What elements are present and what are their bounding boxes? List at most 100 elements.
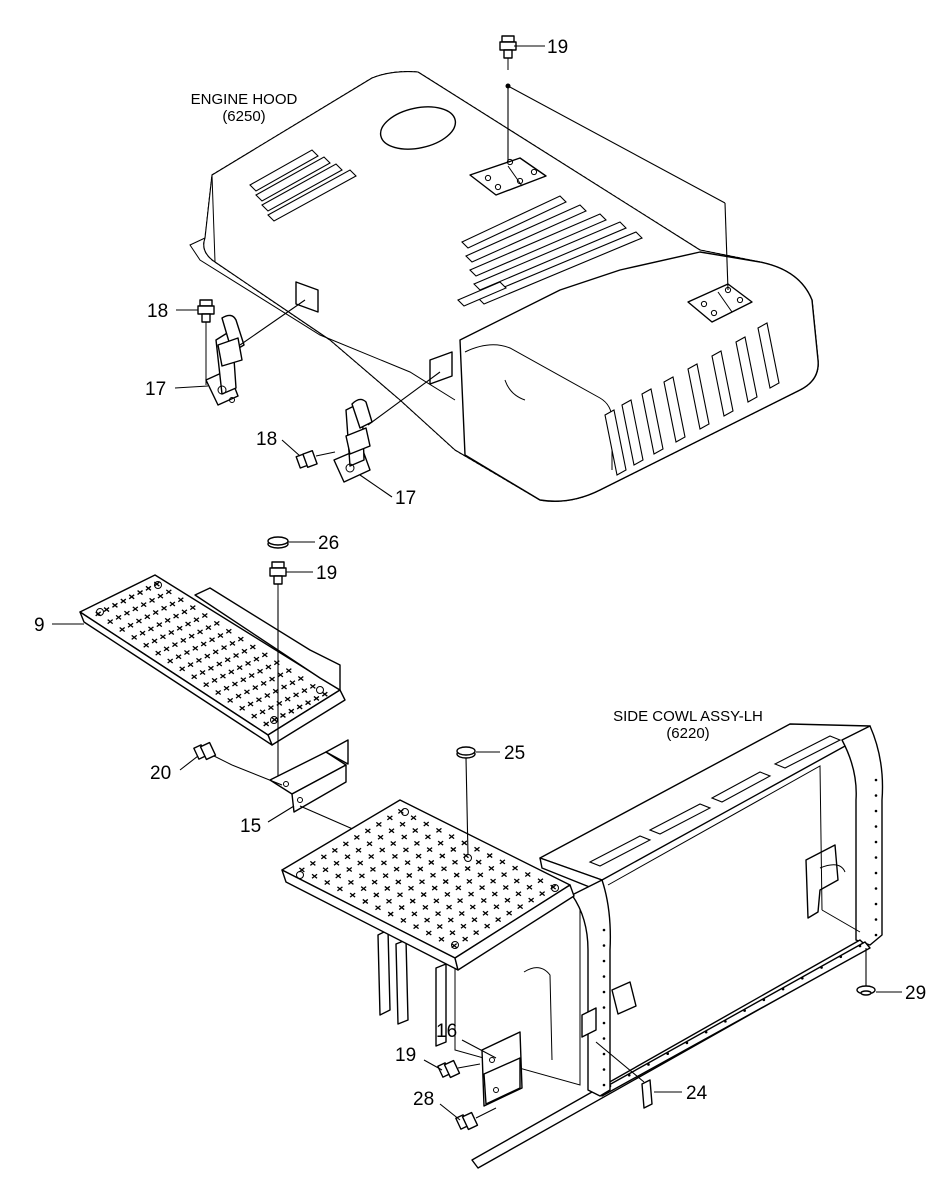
grating-hole (184, 650, 190, 656)
grating-hole (506, 910, 513, 916)
grating-hole (462, 936, 469, 942)
grating-hole (247, 701, 254, 707)
grating-hole (235, 693, 242, 699)
grating-hole (128, 594, 135, 600)
engine-hood-name: ENGINE HOOD (191, 91, 298, 108)
grating-hole (131, 634, 138, 640)
grating-hole (398, 905, 405, 911)
grating-hole (208, 665, 214, 671)
grating-hole (453, 872, 460, 878)
grommet-25 (456, 746, 476, 759)
callout-18-left: 18 (147, 301, 168, 322)
floor-plate (281, 799, 575, 971)
grating-hole (524, 871, 531, 877)
grating-hole (415, 853, 422, 859)
grating-hole (221, 645, 227, 651)
grating-hole (297, 675, 304, 681)
grating-hole (386, 815, 393, 821)
grating-hole (512, 865, 518, 871)
grating-hole (259, 709, 266, 715)
grating-hole (260, 680, 267, 686)
grating-hole (412, 828, 419, 834)
grating-hole (179, 666, 186, 672)
grating-hole (285, 668, 292, 674)
grating-hole (272, 688, 279, 694)
callout-19-mid: 19 (316, 563, 337, 584)
engine-hood-code: (6250) (222, 108, 265, 125)
grating-hole (223, 685, 230, 691)
grating-hole (265, 664, 272, 670)
grating-hole (395, 879, 402, 885)
callout-29: 29 (905, 983, 926, 1004)
grating-hole (342, 841, 349, 847)
grating-hole (474, 846, 480, 852)
grating-hole (251, 713, 258, 719)
grating-hole (419, 879, 425, 885)
grating-hole (189, 605, 196, 611)
grating-hole (517, 904, 524, 910)
grating-hole (217, 633, 224, 639)
grating-hole (172, 642, 178, 648)
grating-hole (119, 627, 126, 633)
grating-hole (400, 917, 407, 923)
grating-hole (215, 689, 222, 695)
grating-hole (479, 885, 485, 891)
grating-hole (437, 840, 444, 846)
frame-hole (724, 1020, 727, 1023)
callout-19-top: 19 (547, 37, 568, 58)
grating-hole (408, 885, 414, 891)
grating-hole (220, 673, 226, 679)
grating-hole (484, 923, 491, 929)
grating-hole (261, 652, 268, 658)
grating-hole (442, 879, 449, 885)
callout-9: 9 (34, 615, 45, 636)
grating-hole (436, 827, 442, 833)
grating-hole (366, 841, 373, 847)
grating-hole (477, 872, 484, 878)
frame-hole (647, 1063, 650, 1066)
grating-hole (439, 853, 446, 859)
bolt-19-top (499, 35, 517, 70)
grating-hole (212, 649, 219, 655)
grating-hole (269, 676, 275, 682)
bolt-19-low (437, 1059, 481, 1079)
grating-hole (155, 650, 162, 656)
frame-hole (839, 955, 843, 959)
grating-hole (211, 677, 218, 683)
grating-hole (526, 884, 533, 890)
bolt-19-mid (269, 561, 287, 600)
grating-hole (288, 708, 295, 714)
frame-hole (874, 933, 878, 937)
grating-hole (132, 606, 139, 612)
grating-hole (103, 607, 110, 613)
grating-hole (455, 885, 462, 891)
frame-hole (762, 998, 766, 1002)
callout-24: 24 (686, 1083, 708, 1104)
frame-hole (874, 794, 878, 797)
grating-hole (393, 866, 400, 872)
step-plate-9-holes (95, 581, 328, 727)
grating-hole (187, 662, 194, 668)
frame-hole (874, 856, 878, 859)
grating-hole (359, 873, 365, 879)
grating-hole (196, 657, 202, 663)
grating-hole (471, 917, 478, 923)
grating-hole (115, 614, 122, 620)
grating-hole (399, 821, 406, 827)
grating-hole (425, 834, 431, 840)
grating-hole (263, 721, 270, 727)
grating-hole (149, 597, 155, 603)
grating-hole (168, 630, 175, 636)
latch-17-mid (333, 398, 373, 483)
grating-hole (475, 859, 482, 865)
side-cowl-name: SIDE COWL ASSY-LH (613, 708, 763, 725)
grating-hole (355, 847, 362, 853)
grating-hole (305, 700, 311, 706)
grating-hole (377, 834, 384, 840)
grating-hole (425, 930, 432, 936)
grating-hole (193, 617, 200, 623)
grating-hole (148, 626, 154, 632)
callout-18-mid: 18 (256, 429, 277, 450)
grating-hole (322, 867, 329, 873)
grating-hole (490, 878, 496, 884)
